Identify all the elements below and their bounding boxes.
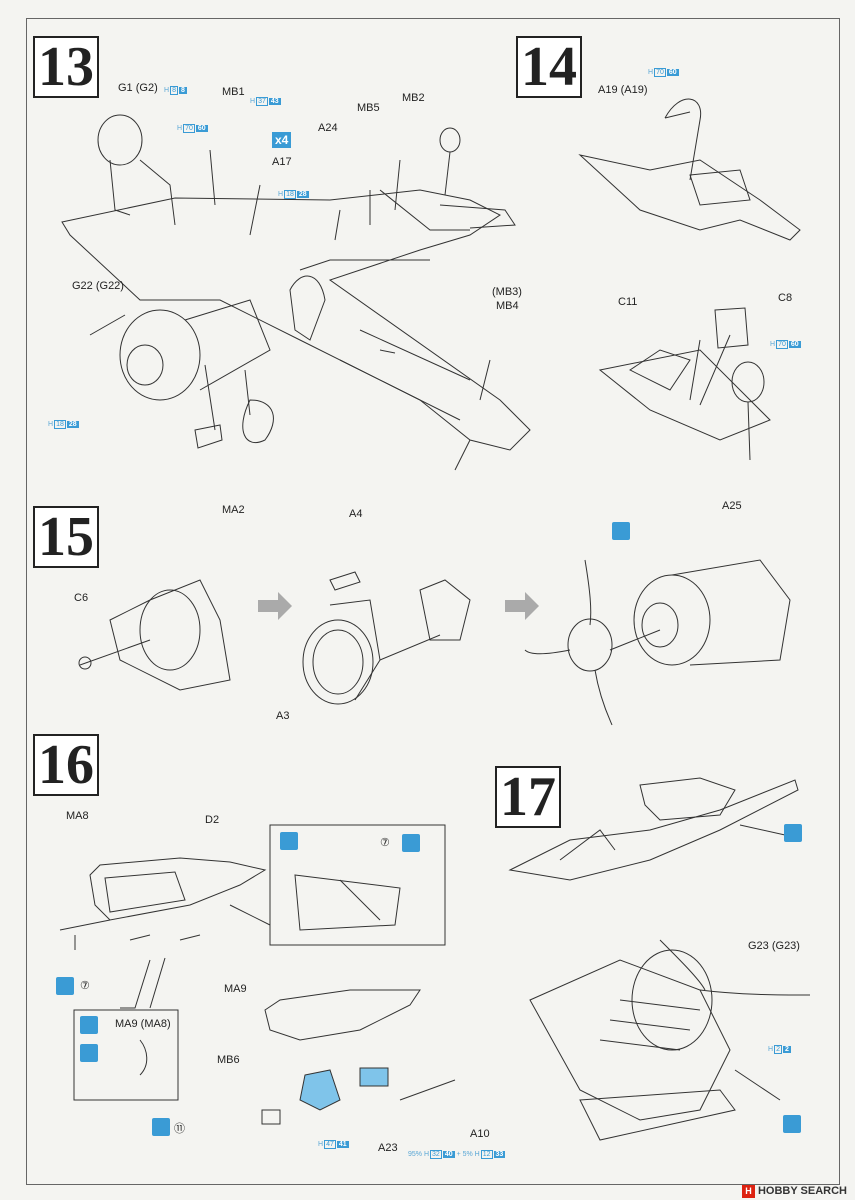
paint-mix: + 5% H — [456, 1151, 480, 1158]
paint-h: 47 — [324, 1140, 336, 1149]
hobby-search-logo-icon: H — [741, 1185, 755, 1198]
step17-fuselage-drawing — [508, 777, 811, 1141]
paint-c2: 33 — [493, 1151, 506, 1158]
paint-h: 8 — [170, 86, 178, 95]
paint-h: 70 — [776, 340, 788, 349]
cement-icon — [784, 824, 802, 842]
paint-prefix: H — [278, 191, 284, 198]
paint-c: 60 — [195, 125, 208, 132]
page-frame — [26, 18, 840, 1185]
part-label-g23: G23 (G23) — [748, 940, 800, 952]
cement-icon — [783, 1115, 801, 1133]
color-callout-11: ⑪ — [174, 1123, 185, 1135]
part-label-mb3: (MB3) — [492, 286, 522, 298]
paint-h: 37 — [256, 97, 268, 106]
part-label-a4: A4 — [349, 508, 363, 520]
paint-c: 43 — [268, 98, 281, 105]
color-callout-7b: ⑦ — [80, 980, 90, 992]
paint-prefix: H — [648, 69, 654, 76]
paint-prefix: H — [164, 87, 170, 94]
paint-c: 8 — [178, 87, 187, 94]
cement-icon — [612, 522, 630, 540]
paint-c: 2 — [782, 1046, 791, 1053]
paint-h: 2 — [774, 1045, 782, 1054]
part-label-mb2: MB2 — [402, 92, 425, 104]
paint-prefix: H — [768, 1046, 774, 1053]
step16-canopy-drawing — [59, 824, 456, 1125]
paint-h: 18 — [54, 420, 66, 429]
bend-icon — [80, 1044, 98, 1062]
step-number-14: 14 — [516, 36, 582, 98]
paint-h: 32 — [430, 1150, 442, 1159]
part-label-g22: G22 (G22) — [72, 280, 124, 292]
paint-prefix: H — [770, 341, 776, 348]
step-number-16: 16 — [33, 734, 99, 796]
step-number-13: 13 — [33, 36, 99, 98]
paint-prefix: H — [250, 98, 256, 105]
part-label-a24: A24 — [318, 122, 338, 134]
part-label-ma9-ma8: MA9 (MA8) — [115, 1018, 171, 1030]
part-label-a10: A10 — [470, 1128, 490, 1140]
paint-h: 70 — [183, 124, 195, 133]
paint-c: 28 — [66, 421, 79, 428]
part-label-c8: C8 — [778, 292, 793, 304]
paint-prefix: H — [48, 421, 54, 428]
paint-h2: 12 — [480, 1150, 493, 1159]
paint-c: 41 — [336, 1141, 349, 1148]
paint-brush-icon — [280, 832, 298, 850]
step13-aircraft-drawing — [61, 114, 531, 471]
color-callout-7a: ⑦ — [380, 837, 390, 849]
paint-prefix: H — [318, 1141, 324, 1148]
paint-c: 40 — [442, 1151, 455, 1158]
paint-prefix: 95% H — [408, 1151, 430, 1158]
part-label-a19: A19 (A19) — [598, 84, 648, 96]
step15-engine-drawing — [78, 559, 791, 726]
part-label-mb4: MB4 — [496, 300, 519, 312]
paint-c: 28 — [296, 191, 309, 198]
paint-prefix: H — [177, 125, 183, 132]
step-number-17: 17 — [495, 766, 561, 828]
paint-c: 60 — [666, 69, 679, 76]
quantity-badge: x4 — [272, 132, 292, 148]
part-label-c6: C6 — [74, 592, 89, 604]
step-number-15: 15 — [33, 506, 99, 568]
star-icon — [402, 834, 420, 852]
part-label-a25: A25 — [722, 500, 742, 512]
part-label-a23: A23 — [378, 1142, 398, 1154]
part-label-a17: A17 — [272, 156, 292, 168]
paint-c: 60 — [788, 341, 801, 348]
star-icon — [152, 1118, 170, 1136]
part-label-ma2: MA2 — [222, 504, 245, 516]
part-label-c11: C11 — [618, 296, 638, 308]
part-label-a3: A3 — [276, 710, 290, 722]
paint-h: 18 — [284, 190, 296, 199]
part-label-ma8: MA8 — [66, 810, 89, 822]
paint-h: 70 — [654, 68, 666, 77]
step14-cockpit-drawing — [578, 98, 801, 461]
part-label-g1: G1 (G2) — [118, 82, 158, 94]
watermark-text: HOBBY SEARCH — [757, 1185, 847, 1197]
part-label-mb1: MB1 — [222, 86, 245, 98]
part-label-mb5: MB5 — [357, 102, 380, 114]
paint-brush-icon — [80, 1016, 98, 1034]
part-label-d2: D2 — [205, 814, 220, 826]
star-icon — [56, 977, 74, 995]
part-label-ma9: MA9 — [224, 983, 247, 995]
part-label-mb6: MB6 — [217, 1054, 240, 1066]
